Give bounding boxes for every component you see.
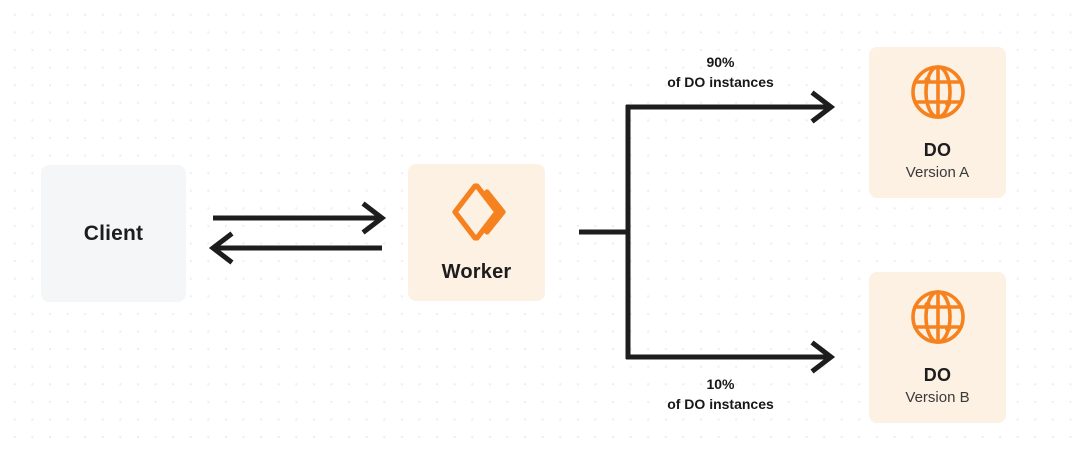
arrow-client-to-worker-head (361, 201, 387, 235)
node-do-b-title: DO (923, 364, 952, 385)
node-worker[interactable]: Worker (408, 164, 545, 301)
node-do-b-subtitle: Version B (905, 389, 970, 407)
node-worker-title: Worker (441, 261, 512, 283)
node-client-title: Client (83, 221, 144, 245)
node-client[interactable]: Client (41, 165, 186, 302)
arrow-to-do-b-head (810, 340, 836, 374)
cloudflare-workers-icon (446, 181, 508, 248)
edge-label-do-a-detail: of DO instances (667, 74, 774, 91)
arrow-worker-to-client-head (208, 231, 234, 265)
node-do-version-b[interactable]: DO Version B (869, 272, 1006, 423)
node-do-version-a[interactable]: DO Version A (869, 47, 1006, 198)
edge-label-do-a: 90% of DO instances (628, 52, 813, 93)
edge-label-do-b-detail: of DO instances (667, 396, 774, 413)
edge-label-do-b: 10% of DO instances (628, 374, 813, 415)
edge-label-do-b-percent: 10% (706, 376, 735, 392)
globe-icon (908, 62, 968, 127)
globe-icon (908, 287, 968, 352)
edge-label-do-a-percent: 90% (706, 54, 735, 70)
arrow-to-do-a-head (810, 90, 836, 124)
node-do-a-title: DO (923, 139, 952, 160)
node-do-a-subtitle: Version A (905, 164, 970, 182)
